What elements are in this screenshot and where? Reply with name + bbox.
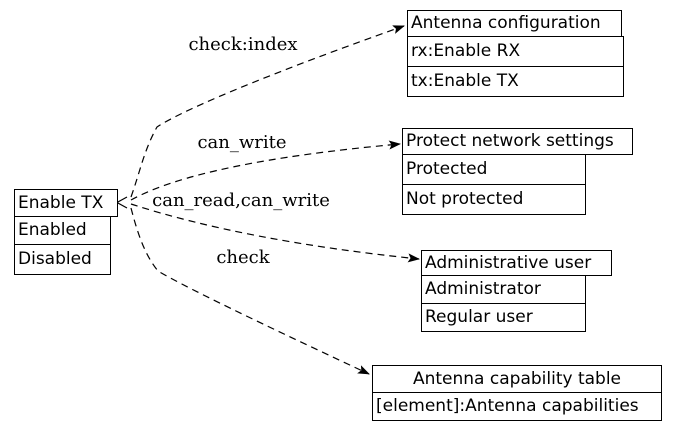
edge-can-read-can-write	[130, 203, 420, 263]
node-administrative-user-row-regular-user: Regular user	[421, 303, 586, 332]
node-antenna-configuration-header: Antenna configuration	[407, 10, 622, 37]
node-antenna-capability-table-row-element: [element]:Antenna capabilities	[372, 392, 662, 421]
edge-label-can-read-can-write: can_read,can_write	[152, 190, 330, 211]
node-antenna-capability-table-header: Antenna capability table	[372, 365, 662, 393]
node-enable-tx-header: Enable TX	[14, 189, 118, 217]
edge-check-index	[130, 25, 405, 198]
node-enable-tx-row-disabled: Disabled	[14, 244, 111, 275]
node-enable-tx-row-enabled: Enabled	[14, 216, 111, 245]
edge-check	[130, 207, 370, 375]
node-antenna-configuration-row-rx: rx:Enable RX	[407, 36, 624, 67]
node-protect-network-settings-row-protected: Protected	[402, 154, 586, 185]
back-arrowhead-into-enable-tx-icon	[115, 196, 128, 209]
node-protect-network-settings-row-not-protected: Not protected	[402, 184, 586, 215]
node-administrative-user-header: Administrative user	[421, 250, 612, 276]
node-administrative-user-row-administrator: Administrator	[421, 275, 586, 304]
edge-label-can-write: can_write	[197, 132, 287, 153]
edge-label-check-index: check:index	[188, 34, 298, 55]
edge-label-check: check	[216, 247, 270, 268]
node-antenna-configuration-row-tx: tx:Enable TX	[407, 66, 624, 97]
node-protect-network-settings-header: Protect network settings	[402, 128, 633, 155]
